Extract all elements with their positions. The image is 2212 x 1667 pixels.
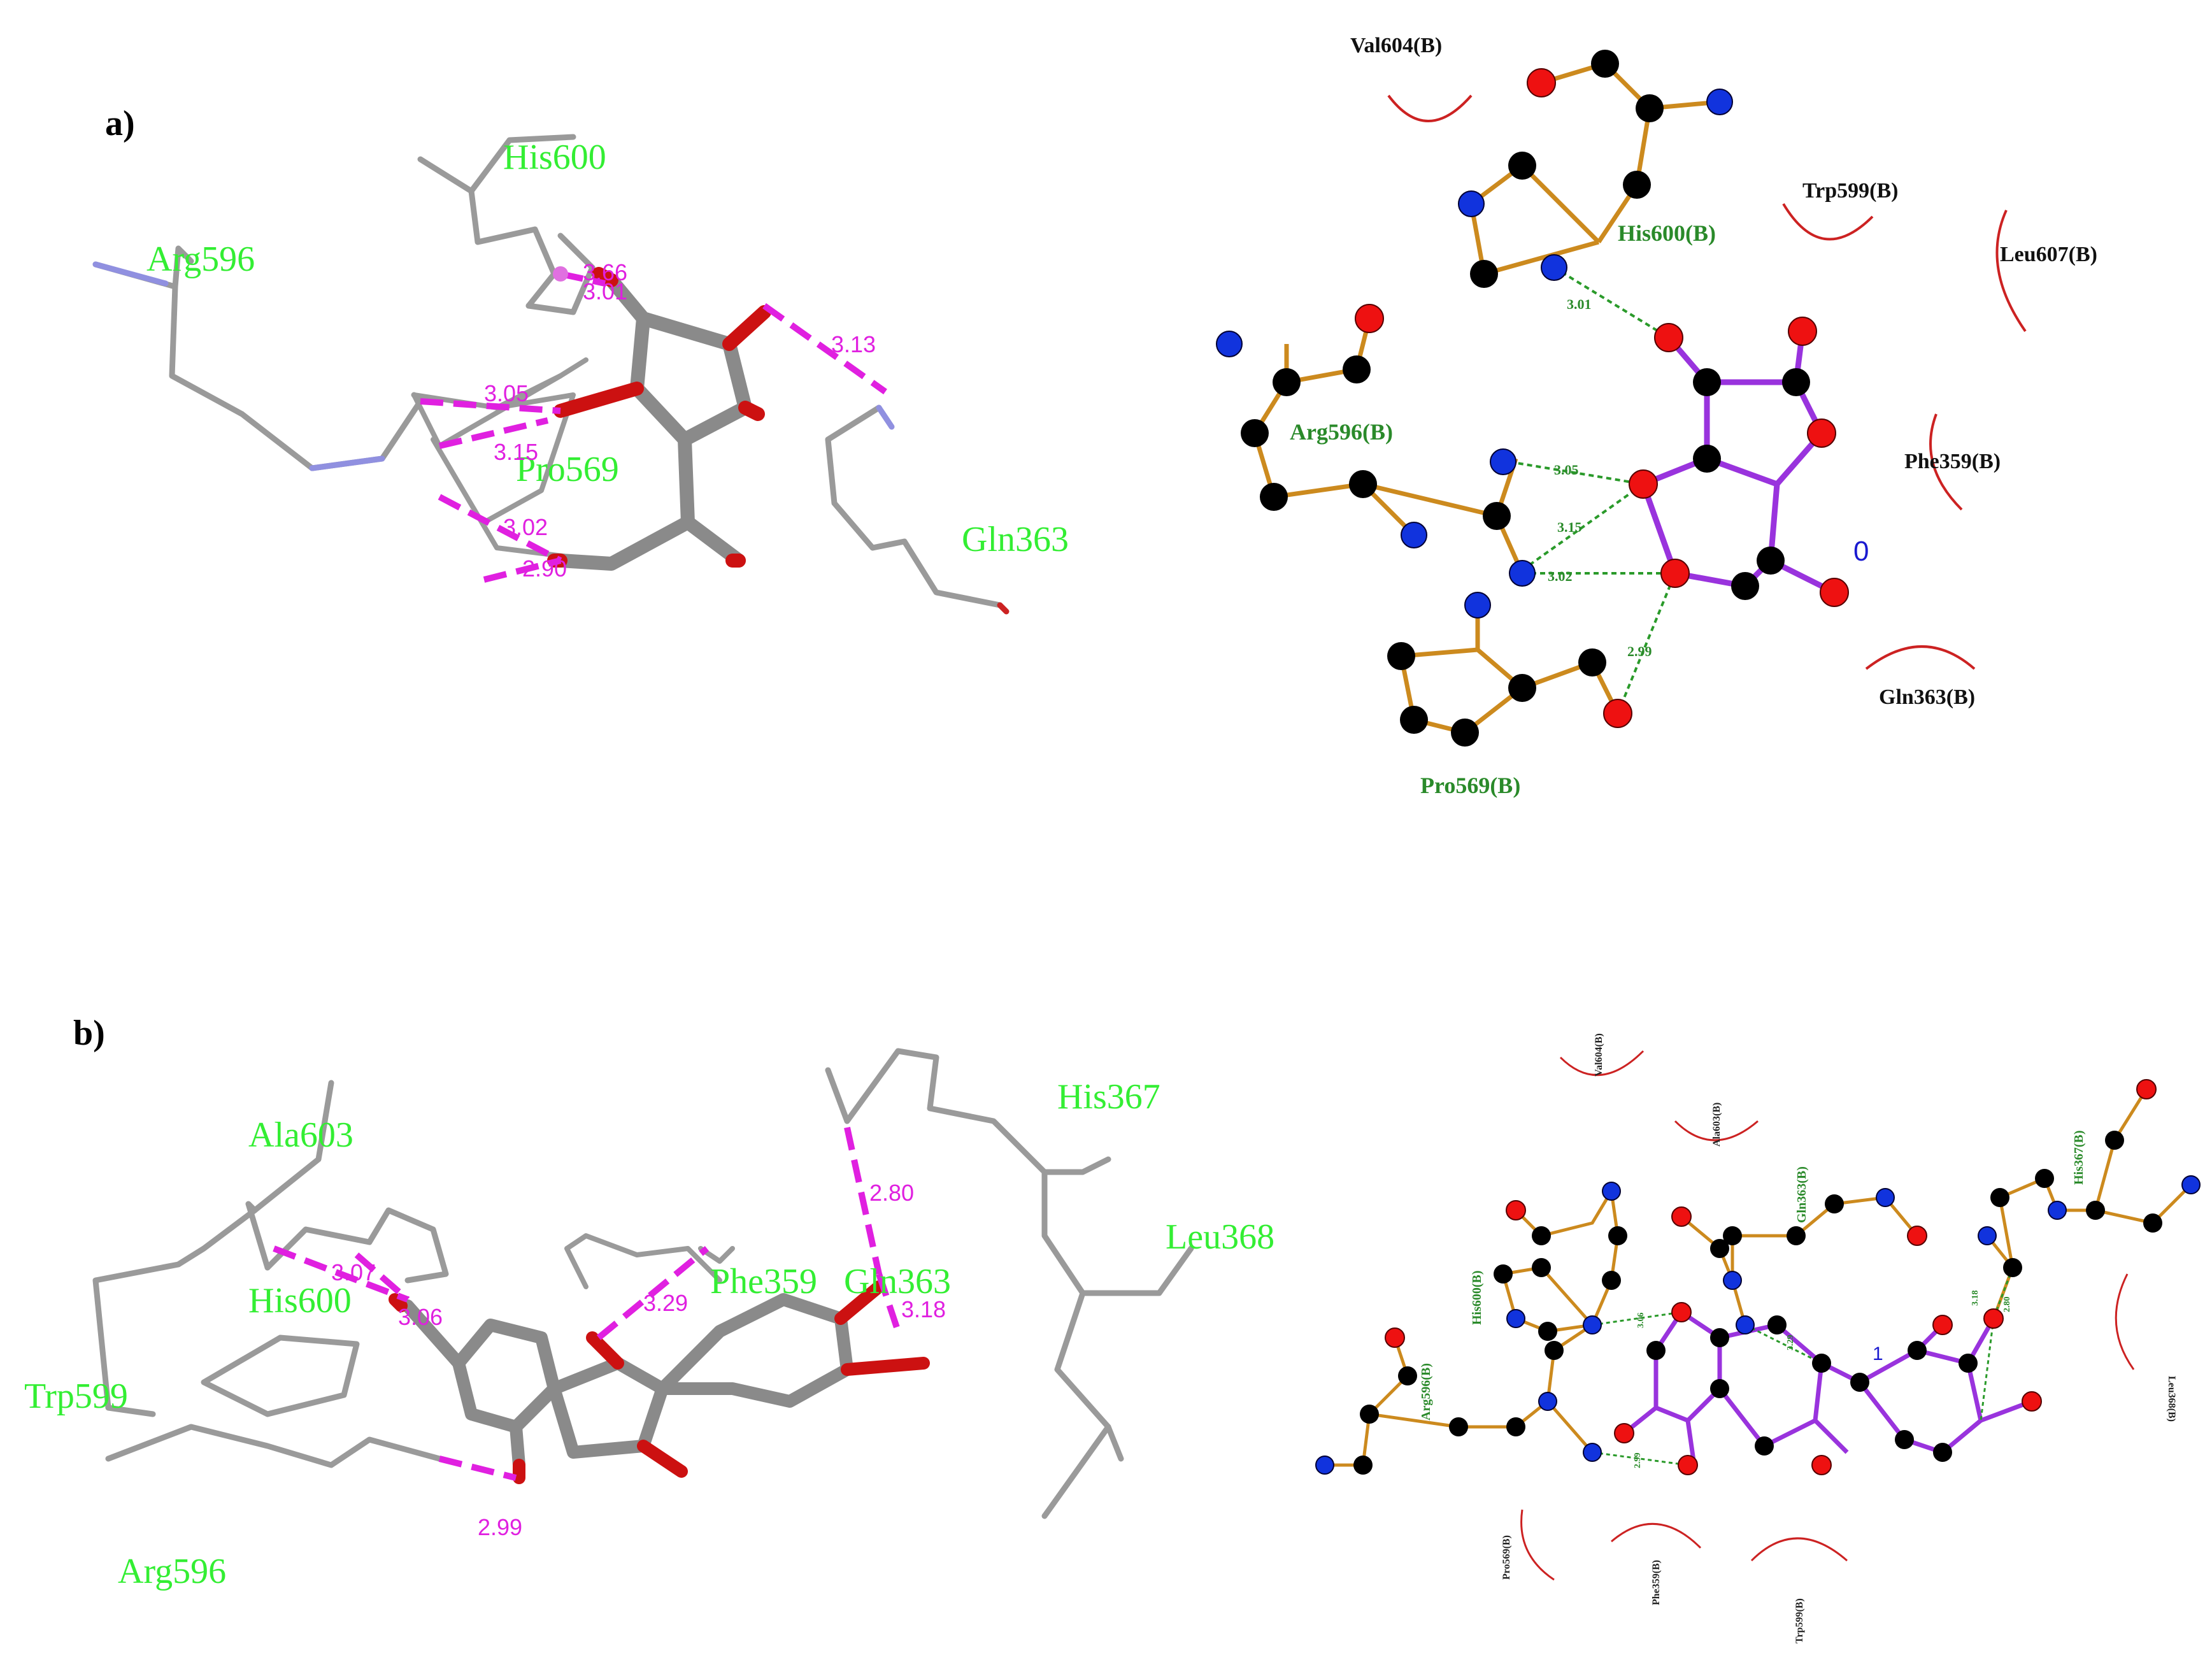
dist-b-3-06: 3.06 [398,1304,443,1330]
oxygen-atoms-b [1385,1079,2157,1475]
label-leu368: Leu368 [1166,1217,1274,1257]
carbon-atoms-b [1353,1131,2162,1475]
label-pro569-b: Pro569(B) [1420,773,1520,798]
oxygen-atoms-a [1355,68,1849,728]
label-arg596-b: Arg596(B) [1290,419,1393,445]
panel-a-2d-ligplot: His600(B) Arg596(B) Pro569(B) Val604(B) … [1216,34,2097,798]
dist-b-2-99: 2.99 [478,1514,522,1540]
panel-b-2d-ligplot: His600(B) Arg596(B) Gln363(B) His367(B) … [1315,1033,2201,1643]
label-his367-b2: His367(B) [2072,1130,2086,1185]
carbon-atoms-a [1241,50,1810,747]
dist2d-2-99: 2.99 [1627,643,1652,659]
dist2d-3-02: 3.02 [1548,568,1573,584]
dist-3-05: 3.05 [484,380,529,406]
rotated-distances-b: 3.06 2.99 3.29 3.18 2.80 [1633,1291,2012,1469]
dist2d-b-3-06: 3.06 [1636,1313,1646,1329]
panel-a-3d-view: a) [92,104,1069,615]
residue-sticks [92,134,1010,615]
nitrogen-atoms-a [1216,89,1733,619]
label-his600-b2: His600(B) [1470,1270,1484,1325]
label-arg596-b2: Arg596(B) [1419,1363,1433,1420]
label-his367: His367 [1057,1077,1160,1117]
label-ala603-b2: Ala603(B) [1711,1103,1722,1147]
label-arg596: Arg596 [146,240,255,279]
label-phe359-b2: Phe359(B) [1651,1560,1662,1605]
label-gln363-b2: Gln363(B) [1795,1166,1809,1223]
label-his600-b: His600(B) [1618,220,1716,246]
dist-b-3-07: 3.07 [331,1259,376,1285]
dist2d-b-3-18: 3.18 [1971,1291,1980,1306]
dist2d-3-15: 3.15 [1557,519,1582,535]
residue-sticks-b [92,1048,1194,1519]
label-val604-b: Val604(B) [1350,34,1442,57]
rotated-labels-b: His600(B) Arg596(B) Gln363(B) His367(B) … [1419,1033,2177,1643]
ligand-label-a: 0 [1853,536,1869,567]
residue-bonds-a [1252,61,1720,735]
label-trp599-b: Trp599(B) [1802,179,1898,203]
hbond-dashes-2d-a [1509,266,1676,714]
label-ala603: Ala603 [248,1115,353,1155]
pi-centroid-icon [553,266,568,282]
panel-a-label: a) [105,104,135,143]
dist-2-90: 2.90 [522,555,567,582]
ligand-label-b: 1 [1873,1343,1883,1364]
hydrophobic-arcs-b [1520,1050,2135,1581]
dist-b-2-80: 2.80 [869,1180,914,1206]
dist2d-3-01: 3.01 [1567,296,1592,312]
ligand-sticks [547,267,771,571]
panel-b-3d-view: b) [24,1013,1274,1591]
label-pro569-b2: Pro569(B) [1501,1535,1512,1580]
dist-3-15: 3.15 [494,439,538,465]
hbond-dashes-a [420,271,887,583]
label-trp599-b2: Trp599(B) [1794,1598,1805,1643]
dist-3-02: 3.02 [503,514,548,540]
label-trp599: Trp599 [24,1377,128,1416]
label-phe359-b: Phe359(B) [1904,450,2001,473]
dist-b-3-18: 3.18 [901,1296,946,1322]
label-leu607-b: Leu607(B) [2000,243,2097,266]
label-gln363-b: Gln363(B) [1879,685,1975,709]
hbond-dashes-b [273,1126,901,1481]
dist-3-13: 3.13 [831,331,876,357]
dist-3-66: 3.66 [583,259,627,285]
panel-b-label: b) [73,1013,105,1053]
label-leu368-b2: Leu368(B) [2166,1376,2177,1422]
dist2d-b-2-80: 2.80 [2002,1297,2012,1313]
ligand-bonds-a [1639,331,1836,596]
label-phe359: Phe359 [710,1262,817,1301]
label-val604-b2: Val604(B) [1594,1033,1604,1077]
dist2d-b-2-99: 2.99 [1633,1453,1643,1469]
hydrophobic-arcs-a [1387,94,2027,670]
residue-bonds-b [1325,1088,2192,1467]
nitrogen-atoms-b [1315,1175,2201,1475]
label-his600-3d: His600 [248,1281,352,1320]
dist-3-01: 3.01 [583,278,627,304]
label-gln363-3d: Gln363 [844,1262,951,1301]
label-pro569: Pro569 [516,450,619,489]
ligand-sticks-b [389,1280,930,1484]
label-his600: His600 [503,138,606,177]
dist-b-3-29: 3.29 [643,1290,688,1316]
label-arg596-3d: Arg596 [118,1552,226,1591]
dist2d-3-05: 3.05 [1554,462,1579,478]
label-gln363: Gln363 [962,520,1069,559]
dist2d-b-3-29: 3.29 [1786,1335,1795,1351]
ligand-bonds-b [1622,1309,2033,1466]
